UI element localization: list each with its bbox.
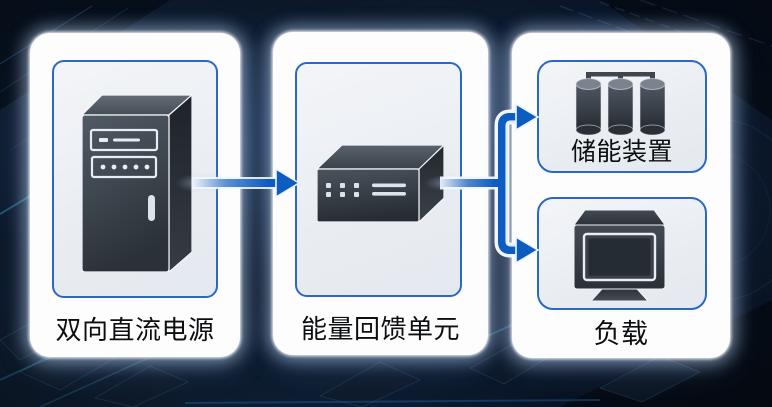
battery-bank-icon (575, 72, 666, 136)
device-chassis-icon (317, 145, 444, 222)
panel-dc-power: 双向直流电源 (30, 33, 240, 357)
panel-feedback-unit: 能量回馈单元 (273, 32, 488, 355)
panel-outputs: 储能装置 (512, 33, 730, 358)
panel-label-load: 负载 (593, 319, 649, 349)
storage-box: 储能装置 (537, 60, 707, 173)
load-box (537, 197, 707, 310)
storage-box-label: 储能装置 (570, 138, 673, 166)
panel-label-feedback-unit: 能量回馈单元 (300, 314, 460, 344)
feedback-unit-icon-box (295, 62, 462, 297)
dc-power-icon-box (52, 60, 218, 298)
monitor-icon (573, 209, 666, 302)
power-cabinet-icon (82, 94, 192, 272)
panel-label-dc-power: 双向直流电源 (55, 315, 215, 345)
